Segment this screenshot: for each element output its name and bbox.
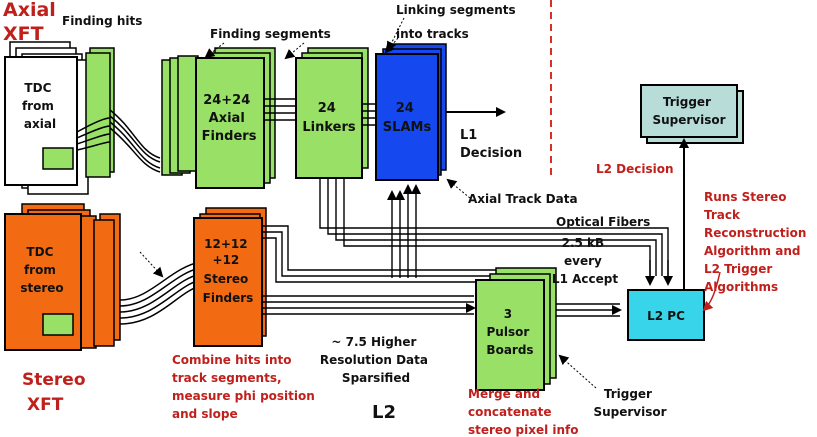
axial-hit-cards <box>85 47 115 178</box>
linking-pointers <box>384 17 405 54</box>
stereo-hit-cards <box>93 213 121 347</box>
axial-fiber-bundle <box>76 109 161 173</box>
tdc-stereo-chip <box>42 313 74 336</box>
stereo-hits-pointer <box>139 251 164 278</box>
finding-segments-label: Finding segments <box>210 27 331 41</box>
tdc-axial-stack: TDC from axial <box>4 41 89 195</box>
optical-fibers-stereo-route <box>262 225 499 290</box>
trigger-supervisor-pointer <box>558 354 597 389</box>
slams-stack: 24 SLAMs <box>375 43 447 181</box>
axial-finders-stack: 24+24 Axial Finders <box>161 47 276 189</box>
stereo-title: Stereo XFT <box>22 370 91 415</box>
tdc-stereo-stack: TDC from stereo <box>4 203 97 351</box>
optical-fibers-label: Optical Fibers <box>556 215 650 229</box>
l2pc-box: L2 PC <box>627 289 705 341</box>
stereo-to-pulsor-lines <box>262 295 476 315</box>
optical-fibers-axial-route <box>319 178 669 278</box>
finders-to-linkers-lines <box>264 98 296 121</box>
stereo-finders-stack: 12+12 +12 Stereo Finders <box>193 207 267 347</box>
runs-stereo-pointer <box>702 271 721 312</box>
l2pc-label: L2 PC <box>647 309 685 323</box>
pulsor-to-l2pc-lines <box>556 303 622 317</box>
axial-track-pointer <box>446 178 471 199</box>
tdc-stereo-label: TDC from stereo <box>20 245 63 295</box>
finding-hits-label: Finding hits <box>62 14 142 28</box>
runs-stereo-note: Runs Stereo Track Reconstruction Algorit… <box>704 190 811 294</box>
axial-track-data-label: Axial Track Data <box>468 192 578 206</box>
rate-label: 2.5 kB every L1 Accept <box>552 236 618 286</box>
slams-upward-feeds <box>387 184 421 278</box>
slams-label: 24 SLAMs <box>383 101 432 135</box>
pulsor-boards-label: 3 Pulsor Boards <box>486 307 533 357</box>
l2-decision-label: L2 Decision <box>596 162 674 176</box>
linkers-label: 24 Linkers <box>302 101 356 135</box>
axial-title: Axial XFT <box>3 0 62 45</box>
pulsor-boards-stack: 3 Pulsor Boards <box>475 267 557 391</box>
axial-finders-label: 24+24 Axial Finders <box>202 93 257 144</box>
l2-label: L2 <box>372 402 396 423</box>
linking-segments-label: Linking segments into tracks <box>396 3 520 41</box>
trigger-supervisor-note: Trigger Supervisor <box>593 387 666 419</box>
linkers-stack: 24 Linkers <box>295 47 369 179</box>
stereo-fiber-bundle <box>119 261 201 325</box>
combine-hits-note: Combine hits into track segments, measur… <box>172 353 319 421</box>
l1-decision-label: L1 Decision <box>460 128 522 161</box>
higher-resolution-label: ~ 7.5 Higher Resolution Data Sparsified <box>320 335 432 385</box>
trigger-supervisor-label: Trigger Supervisor <box>652 95 725 127</box>
stereo-finders-label: 12+12 +12 Stereo Finders <box>203 237 254 305</box>
trigger-supervisor-box: Trigger Supervisor <box>640 84 744 144</box>
merge-note: Merge and concatenate stereo pixel info <box>468 387 579 437</box>
optical-fibers-arrows <box>645 260 673 286</box>
tdc-axial-chip <box>42 147 74 170</box>
tdc-axial-label: TDC from axial <box>22 81 58 131</box>
